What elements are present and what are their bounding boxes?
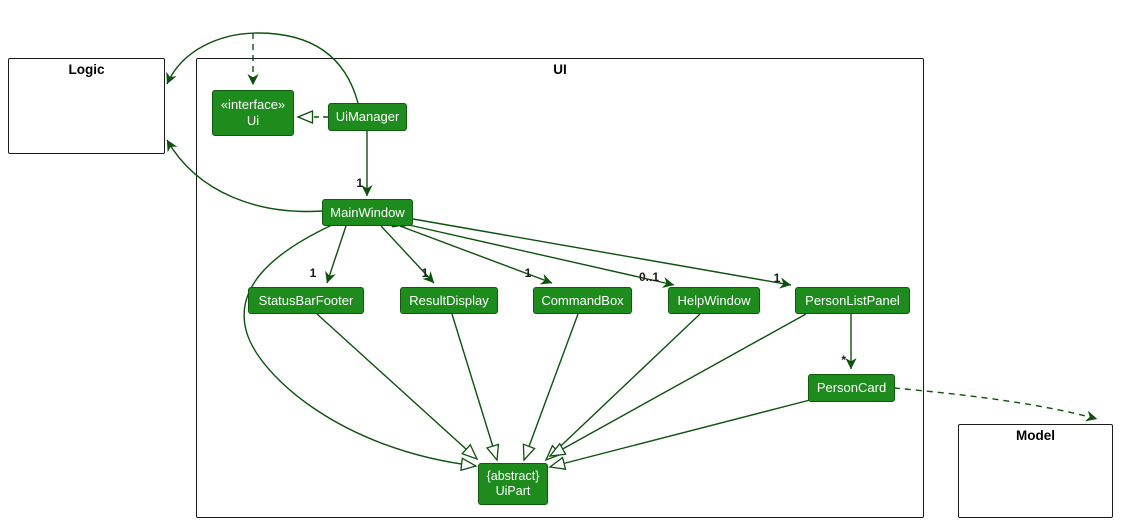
class-personcard-label: PersonCard (816, 380, 887, 396)
edge-resultdisplay-extends-uipart (451, 313, 497, 460)
class-commandbox: CommandBox (533, 287, 632, 314)
multiplicity-resultdisplay: 1 (422, 266, 429, 280)
class-personcard: PersonCard (808, 374, 895, 402)
edge-commandbox-extends-uipart (524, 313, 579, 460)
class-commandbox-label: CommandBox (541, 292, 624, 308)
class-uimanager: UiManager (328, 103, 407, 131)
edge-statusbarfooter-extends-uipart (316, 313, 477, 459)
edge-personcard-extends-uipart (550, 399, 811, 467)
container-model: Model (958, 424, 1113, 518)
class-ui-interface-label: Ui (246, 113, 260, 128)
edge-mainwindow-statusbarfooter-composition (325, 213, 352, 284)
class-uipart-label: UiPart (495, 484, 531, 498)
multiplicity-statusbarfooter: 1 (310, 266, 317, 280)
class-resultdisplay: ResultDisplay (400, 287, 498, 314)
class-resultdisplay-label: ResultDisplay (409, 292, 489, 308)
edge-mainwindow-helpwindow-composition (395, 219, 675, 289)
edge-mainwindow-to-logic-arrow (166, 139, 323, 213)
class-ui-interface: «interface» Ui (212, 90, 294, 136)
multiplicity-personlistpanel: 1 (774, 271, 781, 285)
multiplicity-commandbox: 1 (525, 266, 532, 280)
multiplicity-personcard: * (841, 353, 846, 367)
edge-mainwindow-extends-uipart (243, 224, 476, 466)
class-uimanager-label: UiManager (335, 109, 400, 125)
class-mainwindow-label: MainWindow (330, 204, 405, 220)
container-model-title: Model (1016, 428, 1055, 443)
multiplicity-helpwindow: 0..1 (639, 270, 659, 284)
class-personlistpanel-label: PersonListPanel (805, 292, 900, 308)
edge-mainwindow-personlistpanel-composition (399, 213, 792, 289)
class-ui-interface-stereotype: «interface» (220, 97, 286, 113)
container-logic: Logic (8, 58, 165, 154)
class-helpwindow: HelpWindow (668, 287, 760, 314)
multiplicity-uimanager-mainwindow: 1 (356, 176, 363, 190)
edge-personlistpanel-extends-uipart (550, 313, 807, 456)
class-statusbarfooter: StatusBarFooter (248, 287, 364, 314)
class-helpwindow-label: HelpWindow (677, 292, 751, 308)
class-uipart: {abstract} UiPart (478, 463, 548, 505)
edge-helpwindow-extends-uipart (546, 313, 701, 460)
edge-uimanager-to-logic-arrow (166, 32, 359, 104)
class-uipart-modifier: {abstract} (486, 469, 540, 483)
container-logic-title: Logic (68, 62, 105, 77)
class-mainwindow: MainWindow (322, 199, 413, 226)
class-statusbarfooter-label: StatusBarFooter (258, 292, 354, 308)
class-personlistpanel: PersonListPanel (795, 287, 910, 314)
container-ui-title: UI (553, 62, 567, 77)
edge-personcard-to-model-dashed-arrow (893, 387, 1098, 422)
